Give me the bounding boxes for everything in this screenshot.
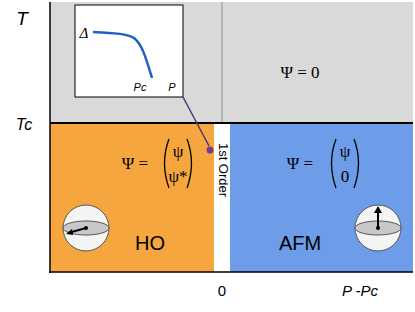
axis-tick: 0	[218, 283, 226, 298]
axis-label: Δ	[80, 26, 89, 41]
matrix-entry: ψ	[173, 143, 184, 160]
tc-line	[50, 122, 413, 124]
axis-label: Pc	[134, 82, 147, 93]
phase-name: HO	[135, 233, 165, 253]
t-axis	[49, 2, 51, 273]
gap-inset: Δ Pc P	[75, 5, 183, 97]
order-parameter: Ψ =	[122, 155, 148, 172]
axis-label: Tc	[16, 117, 32, 133]
matrix-entry: 0	[341, 168, 350, 185]
sphere-icon	[355, 205, 401, 251]
leader-line	[183, 97, 209, 146]
axis-label: P	[168, 82, 175, 93]
gap-curve	[93, 32, 152, 78]
sphere-icon	[63, 205, 109, 251]
transition-dot	[207, 147, 214, 154]
ho-region-fill	[50, 124, 214, 272]
inset-box	[75, 5, 183, 97]
matrix-entry: ψ*	[168, 168, 187, 185]
normal-phase-region: Δ Pc P Ψ = 0	[50, 2, 413, 122]
afm-phase-region: Ψ = ψ 0AFM	[230, 124, 413, 272]
matrix-paren	[165, 139, 170, 188]
transition-label: 1st Order	[217, 143, 230, 197]
matrix-entry: ψ	[340, 143, 351, 160]
axis-label: T	[16, 9, 28, 28]
normal-region-fill	[50, 2, 413, 123]
phase-name: AFM	[279, 233, 321, 253]
matrix-paren	[354, 139, 359, 188]
axis-label: P -Pc	[342, 283, 378, 298]
matrix-paren	[332, 139, 337, 188]
afm-region-fill	[230, 124, 413, 272]
order-parameter: Ψ =	[287, 155, 313, 172]
phase-boundary-line	[222, 2, 223, 122]
p-axis	[49, 271, 413, 273]
matrix-paren	[187, 139, 192, 188]
ho-phase-region: Ψ = ψ ψ* HO	[50, 124, 214, 272]
order-parameter: Ψ = 0	[280, 64, 319, 81]
